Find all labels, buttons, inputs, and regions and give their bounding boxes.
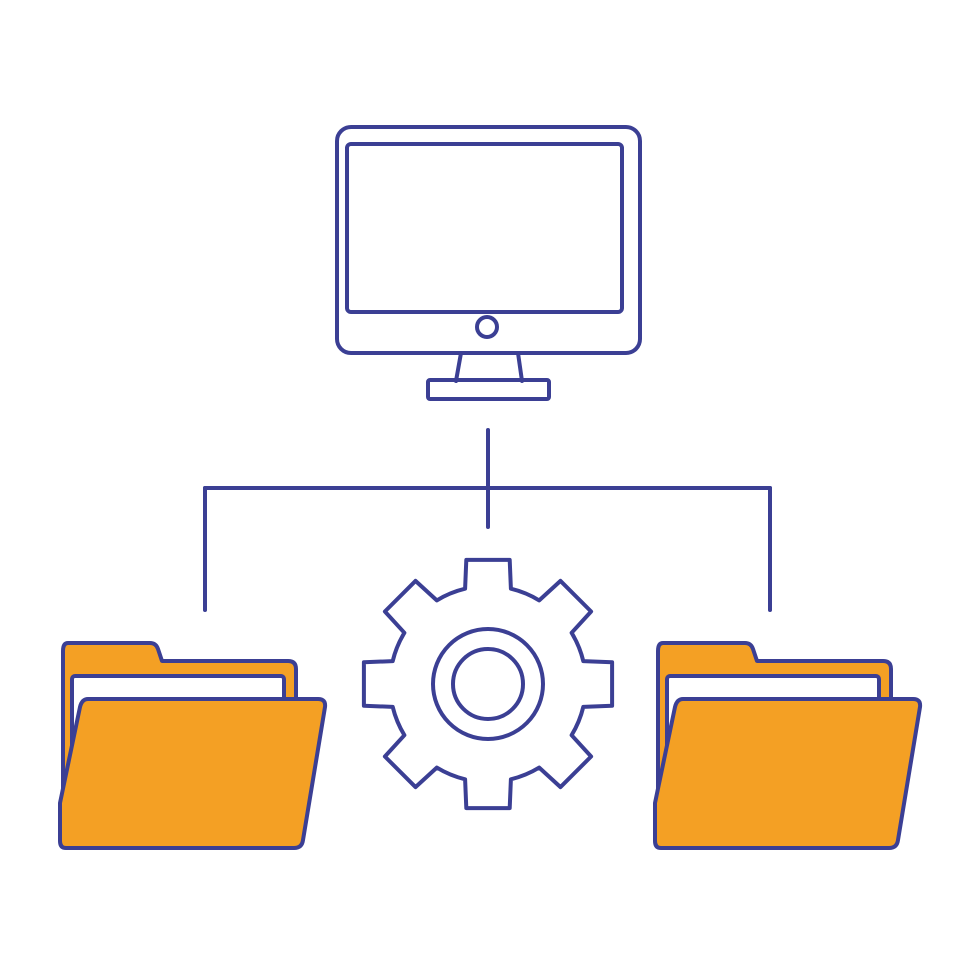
left-folder-icon	[58, 641, 328, 850]
gear-icon	[361, 557, 615, 811]
gear-inner-ring	[431, 627, 545, 741]
folder-front	[653, 697, 923, 850]
folder-front	[58, 697, 328, 850]
gear-outline	[361, 557, 615, 811]
monitor-screen	[345, 142, 624, 314]
monitor-icon	[335, 125, 642, 401]
gear-center-hole	[451, 647, 525, 721]
monitor-neck	[454, 351, 524, 383]
monitor-outer-frame	[335, 125, 642, 355]
connector-lines	[203, 428, 772, 612]
right-folder-icon	[653, 641, 923, 850]
monitor-power-button	[475, 315, 499, 339]
monitor-stand-base	[426, 378, 551, 401]
